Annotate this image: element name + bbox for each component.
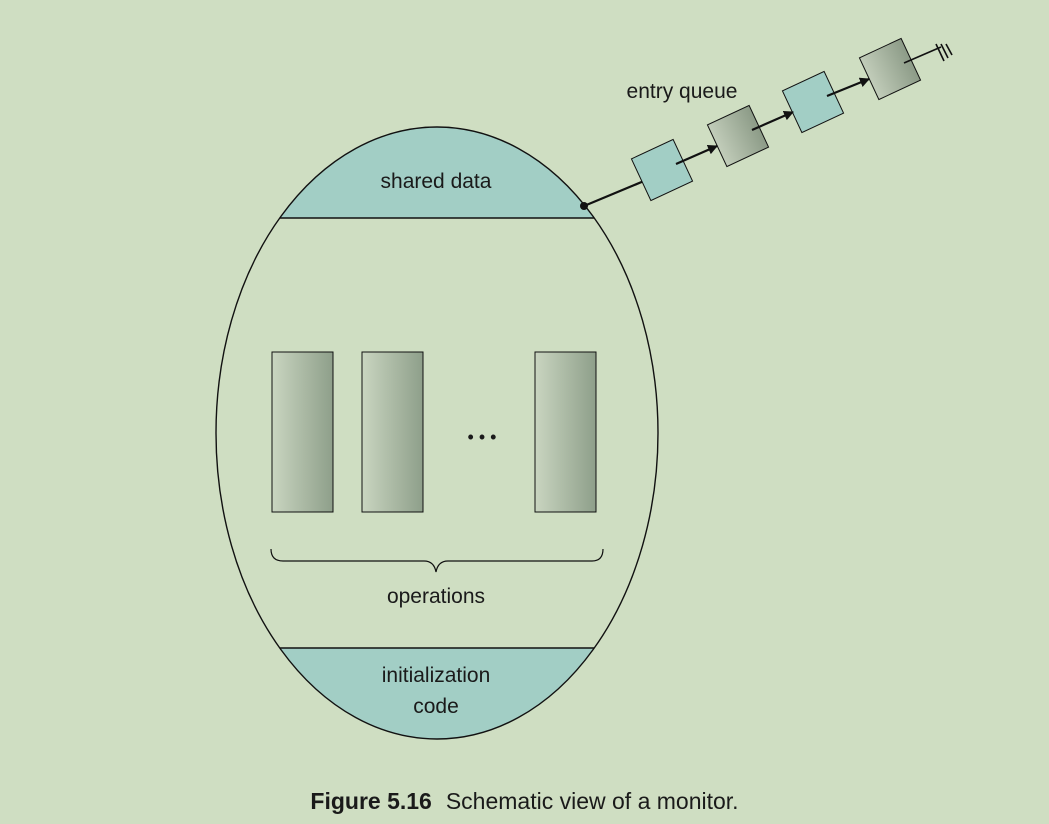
queue-connector bbox=[583, 179, 645, 208]
queue-node-3 bbox=[781, 70, 845, 134]
operations-ellipsis: • • • bbox=[468, 427, 497, 447]
queue-node-2 bbox=[706, 104, 770, 168]
operation-block bbox=[361, 351, 424, 513]
queue-arrow bbox=[675, 144, 718, 166]
queue-null-terminator bbox=[903, 43, 953, 64]
shared-data-label: shared data bbox=[381, 170, 492, 193]
figure-number: Figure 5.16 bbox=[310, 788, 432, 814]
initialization-label-line1: initialization bbox=[382, 664, 491, 687]
queue-node-1 bbox=[630, 138, 694, 202]
initialization-label-line2: code bbox=[413, 695, 459, 718]
operations-label: operations bbox=[387, 585, 485, 608]
operation-block bbox=[271, 351, 334, 513]
queue-node-4 bbox=[858, 37, 922, 101]
queue-arrow bbox=[826, 77, 870, 98]
figure-caption: Figure 5.16 Schematic view of a monitor. bbox=[0, 788, 1049, 815]
shared-data-region bbox=[216, 127, 658, 218]
operations-brace bbox=[270, 548, 604, 573]
monitor-outline bbox=[215, 126, 659, 740]
figure-caption-text: Schematic view of a monitor. bbox=[445, 788, 739, 814]
entry-queue-label: entry queue bbox=[627, 80, 738, 103]
queue-arrow bbox=[751, 110, 794, 132]
operation-block bbox=[534, 351, 597, 513]
